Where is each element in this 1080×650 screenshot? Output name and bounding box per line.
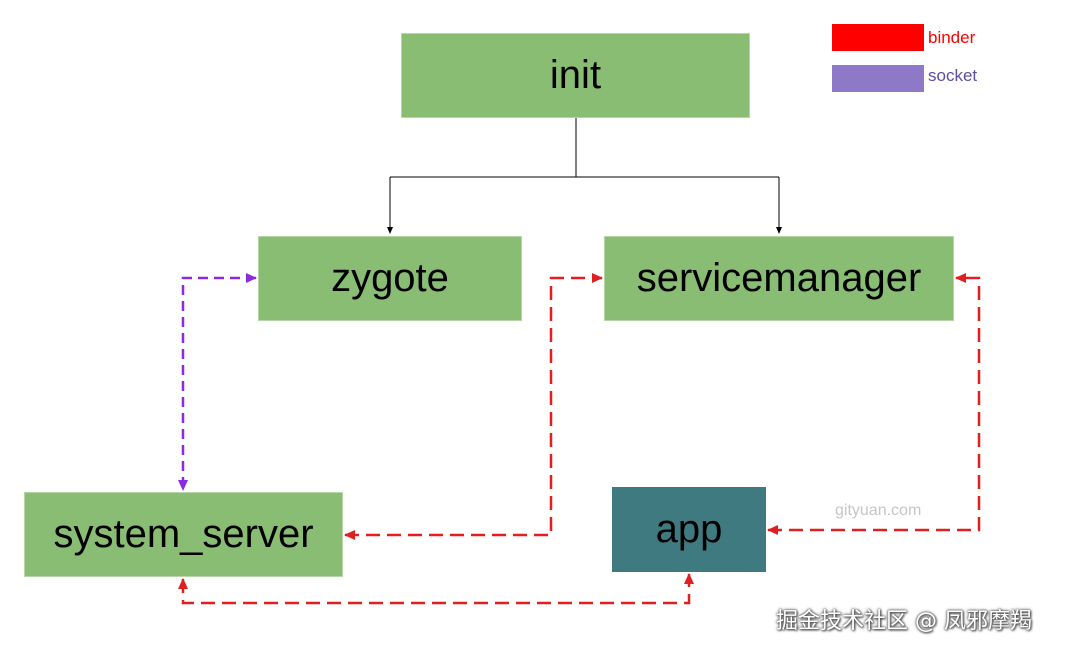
node-app: app xyxy=(612,487,766,572)
node-init: init xyxy=(401,33,750,118)
edge-binder-app-servicemanager xyxy=(767,273,981,535)
edge-binder-system-server-servicemanager xyxy=(344,273,603,540)
edge-socket-zygote-system-server xyxy=(178,273,257,491)
node-zygote: zygote xyxy=(258,236,522,321)
legend-binder-swatch xyxy=(832,24,924,51)
edge-binder-system-server-app xyxy=(178,573,694,605)
legend-socket-swatch xyxy=(832,65,924,92)
legend-socket-label: socket xyxy=(928,66,978,85)
watermark-credit: 掘金技术社区 @ 凤邪摩羯 xyxy=(776,609,1032,634)
legend-binder-label: binder xyxy=(928,28,976,47)
node-servicemanager: servicemanager xyxy=(604,236,954,321)
node-system-server: system_server xyxy=(24,492,343,577)
watermark-site: gityuan.com xyxy=(835,502,922,519)
